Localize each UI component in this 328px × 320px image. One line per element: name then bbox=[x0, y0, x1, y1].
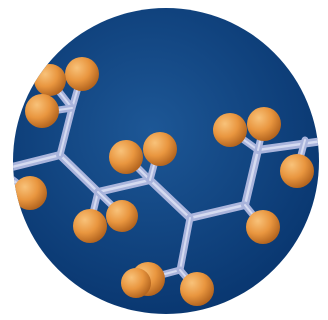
atom-sphere bbox=[109, 140, 143, 174]
backbone-bond-highlight bbox=[96, 178, 152, 194]
atom-sphere bbox=[34, 64, 66, 96]
side-bond-highlight bbox=[59, 107, 73, 156]
atom-sphere bbox=[280, 154, 314, 188]
atom-sphere bbox=[143, 132, 177, 166]
atom-sphere bbox=[213, 113, 247, 147]
backbone-bond-highlight bbox=[243, 148, 260, 207]
backbone-bond-highlight bbox=[58, 153, 100, 194]
atom-sphere bbox=[121, 268, 151, 298]
side-bond-highlight bbox=[179, 217, 191, 271]
backbone-bond-highlight bbox=[188, 203, 247, 220]
atom-sphere bbox=[65, 57, 99, 91]
backbone-bond-highlight bbox=[148, 178, 192, 220]
atom-sphere bbox=[25, 94, 59, 128]
atom-sphere bbox=[246, 210, 280, 244]
atom-sphere bbox=[180, 272, 214, 306]
atom-sphere bbox=[13, 176, 47, 210]
backbone-bond-highlight bbox=[13, 153, 62, 172]
atom-sphere bbox=[106, 200, 138, 232]
atom-sphere bbox=[73, 209, 107, 243]
atom-layer bbox=[13, 57, 314, 306]
atom-sphere bbox=[247, 107, 281, 141]
